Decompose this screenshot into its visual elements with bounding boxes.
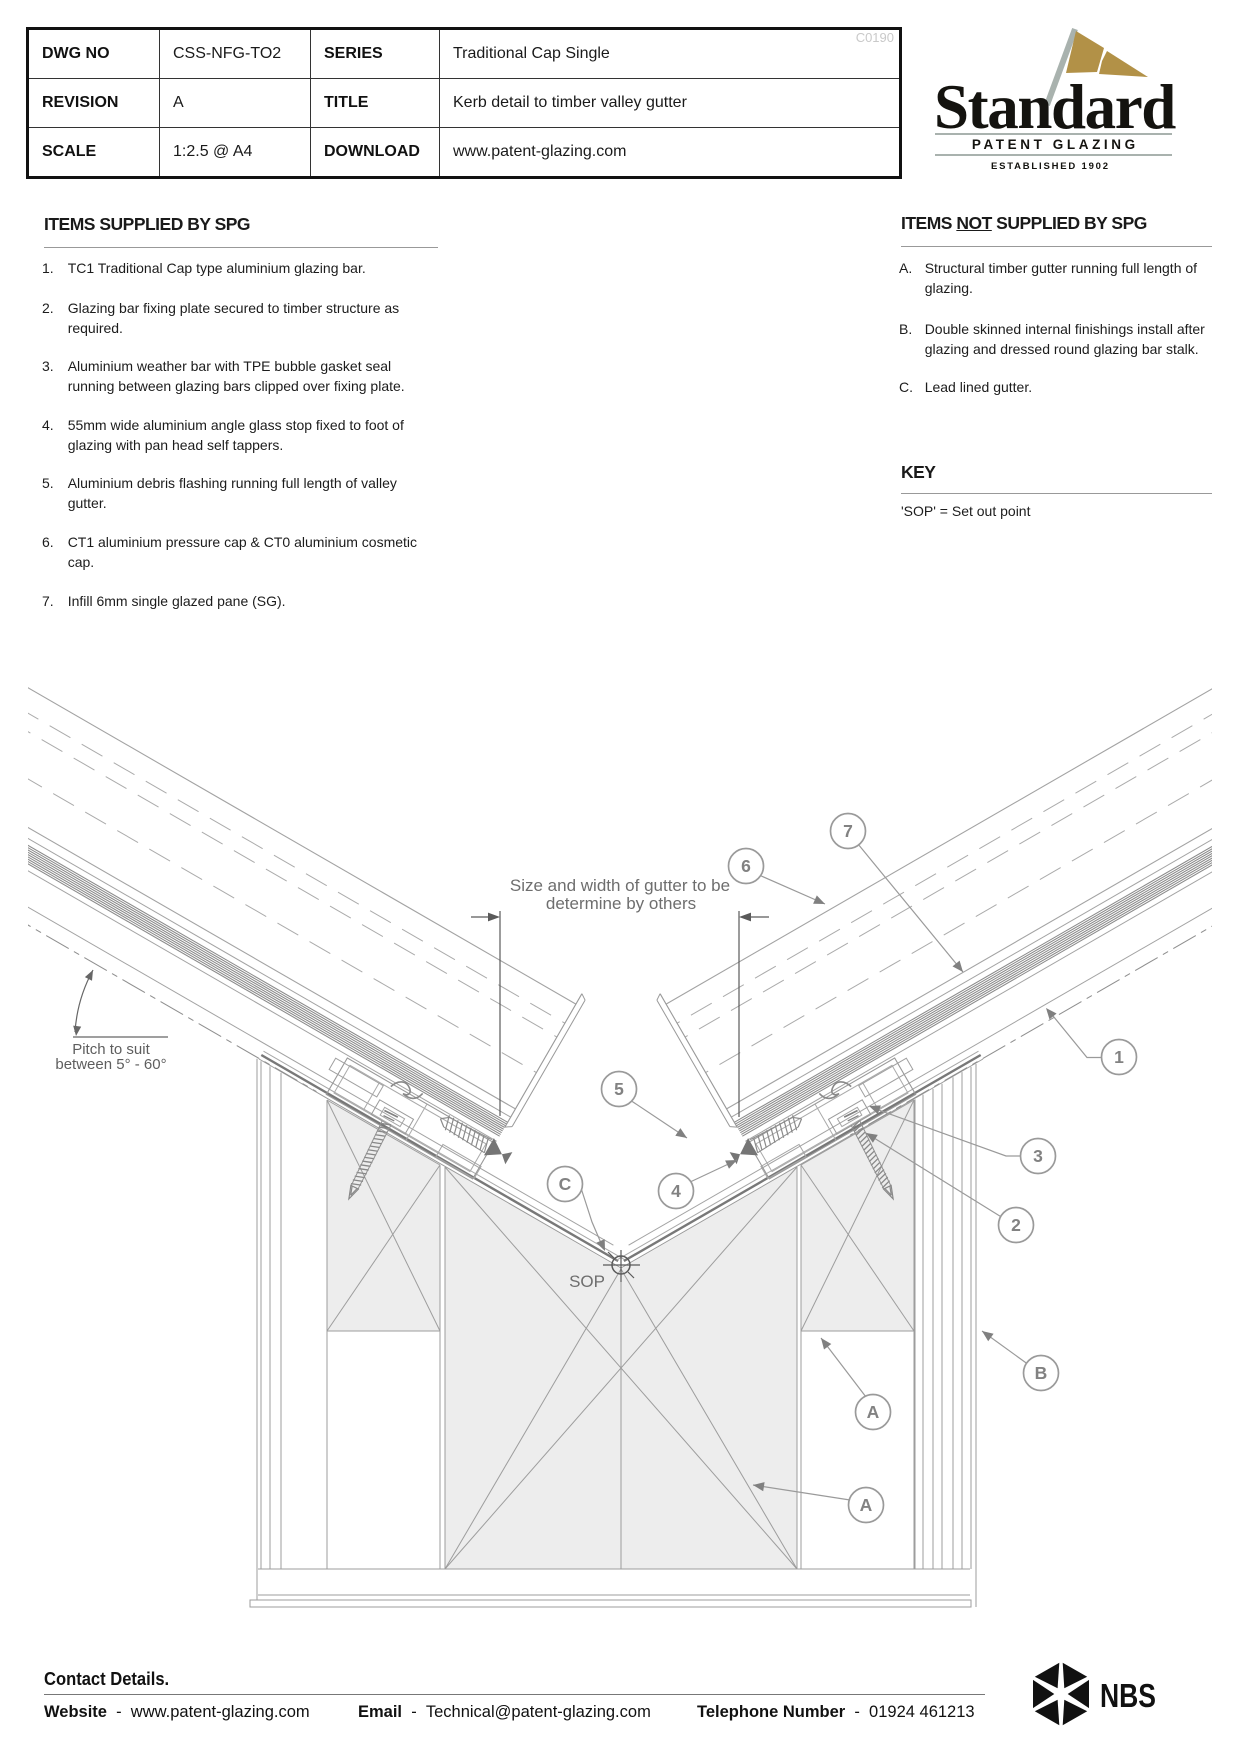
svg-text:3: 3 bbox=[1033, 1146, 1043, 1166]
svg-text:Size and width of gutter to be: Size and width of gutter to be bbox=[510, 876, 730, 895]
svg-text:between 5° - 60°: between 5° - 60° bbox=[55, 1056, 166, 1073]
svg-text:SOP: SOP bbox=[569, 1272, 605, 1291]
svg-text:NBS: NBS bbox=[1100, 1677, 1156, 1714]
svg-text:B: B bbox=[1035, 1363, 1048, 1383]
svg-text:A: A bbox=[867, 1402, 880, 1422]
svg-text:C: C bbox=[559, 1174, 572, 1194]
svg-text:4: 4 bbox=[671, 1181, 681, 1201]
svg-text:7: 7 bbox=[843, 821, 853, 841]
svg-text:1: 1 bbox=[1114, 1047, 1124, 1067]
svg-text:Pitch to suit: Pitch to suit bbox=[72, 1041, 150, 1058]
svg-text:determine by others: determine by others bbox=[546, 894, 696, 913]
svg-text:5: 5 bbox=[614, 1079, 624, 1099]
svg-text:A: A bbox=[860, 1495, 873, 1515]
svg-text:6: 6 bbox=[741, 856, 751, 876]
svg-text:2: 2 bbox=[1011, 1215, 1021, 1235]
